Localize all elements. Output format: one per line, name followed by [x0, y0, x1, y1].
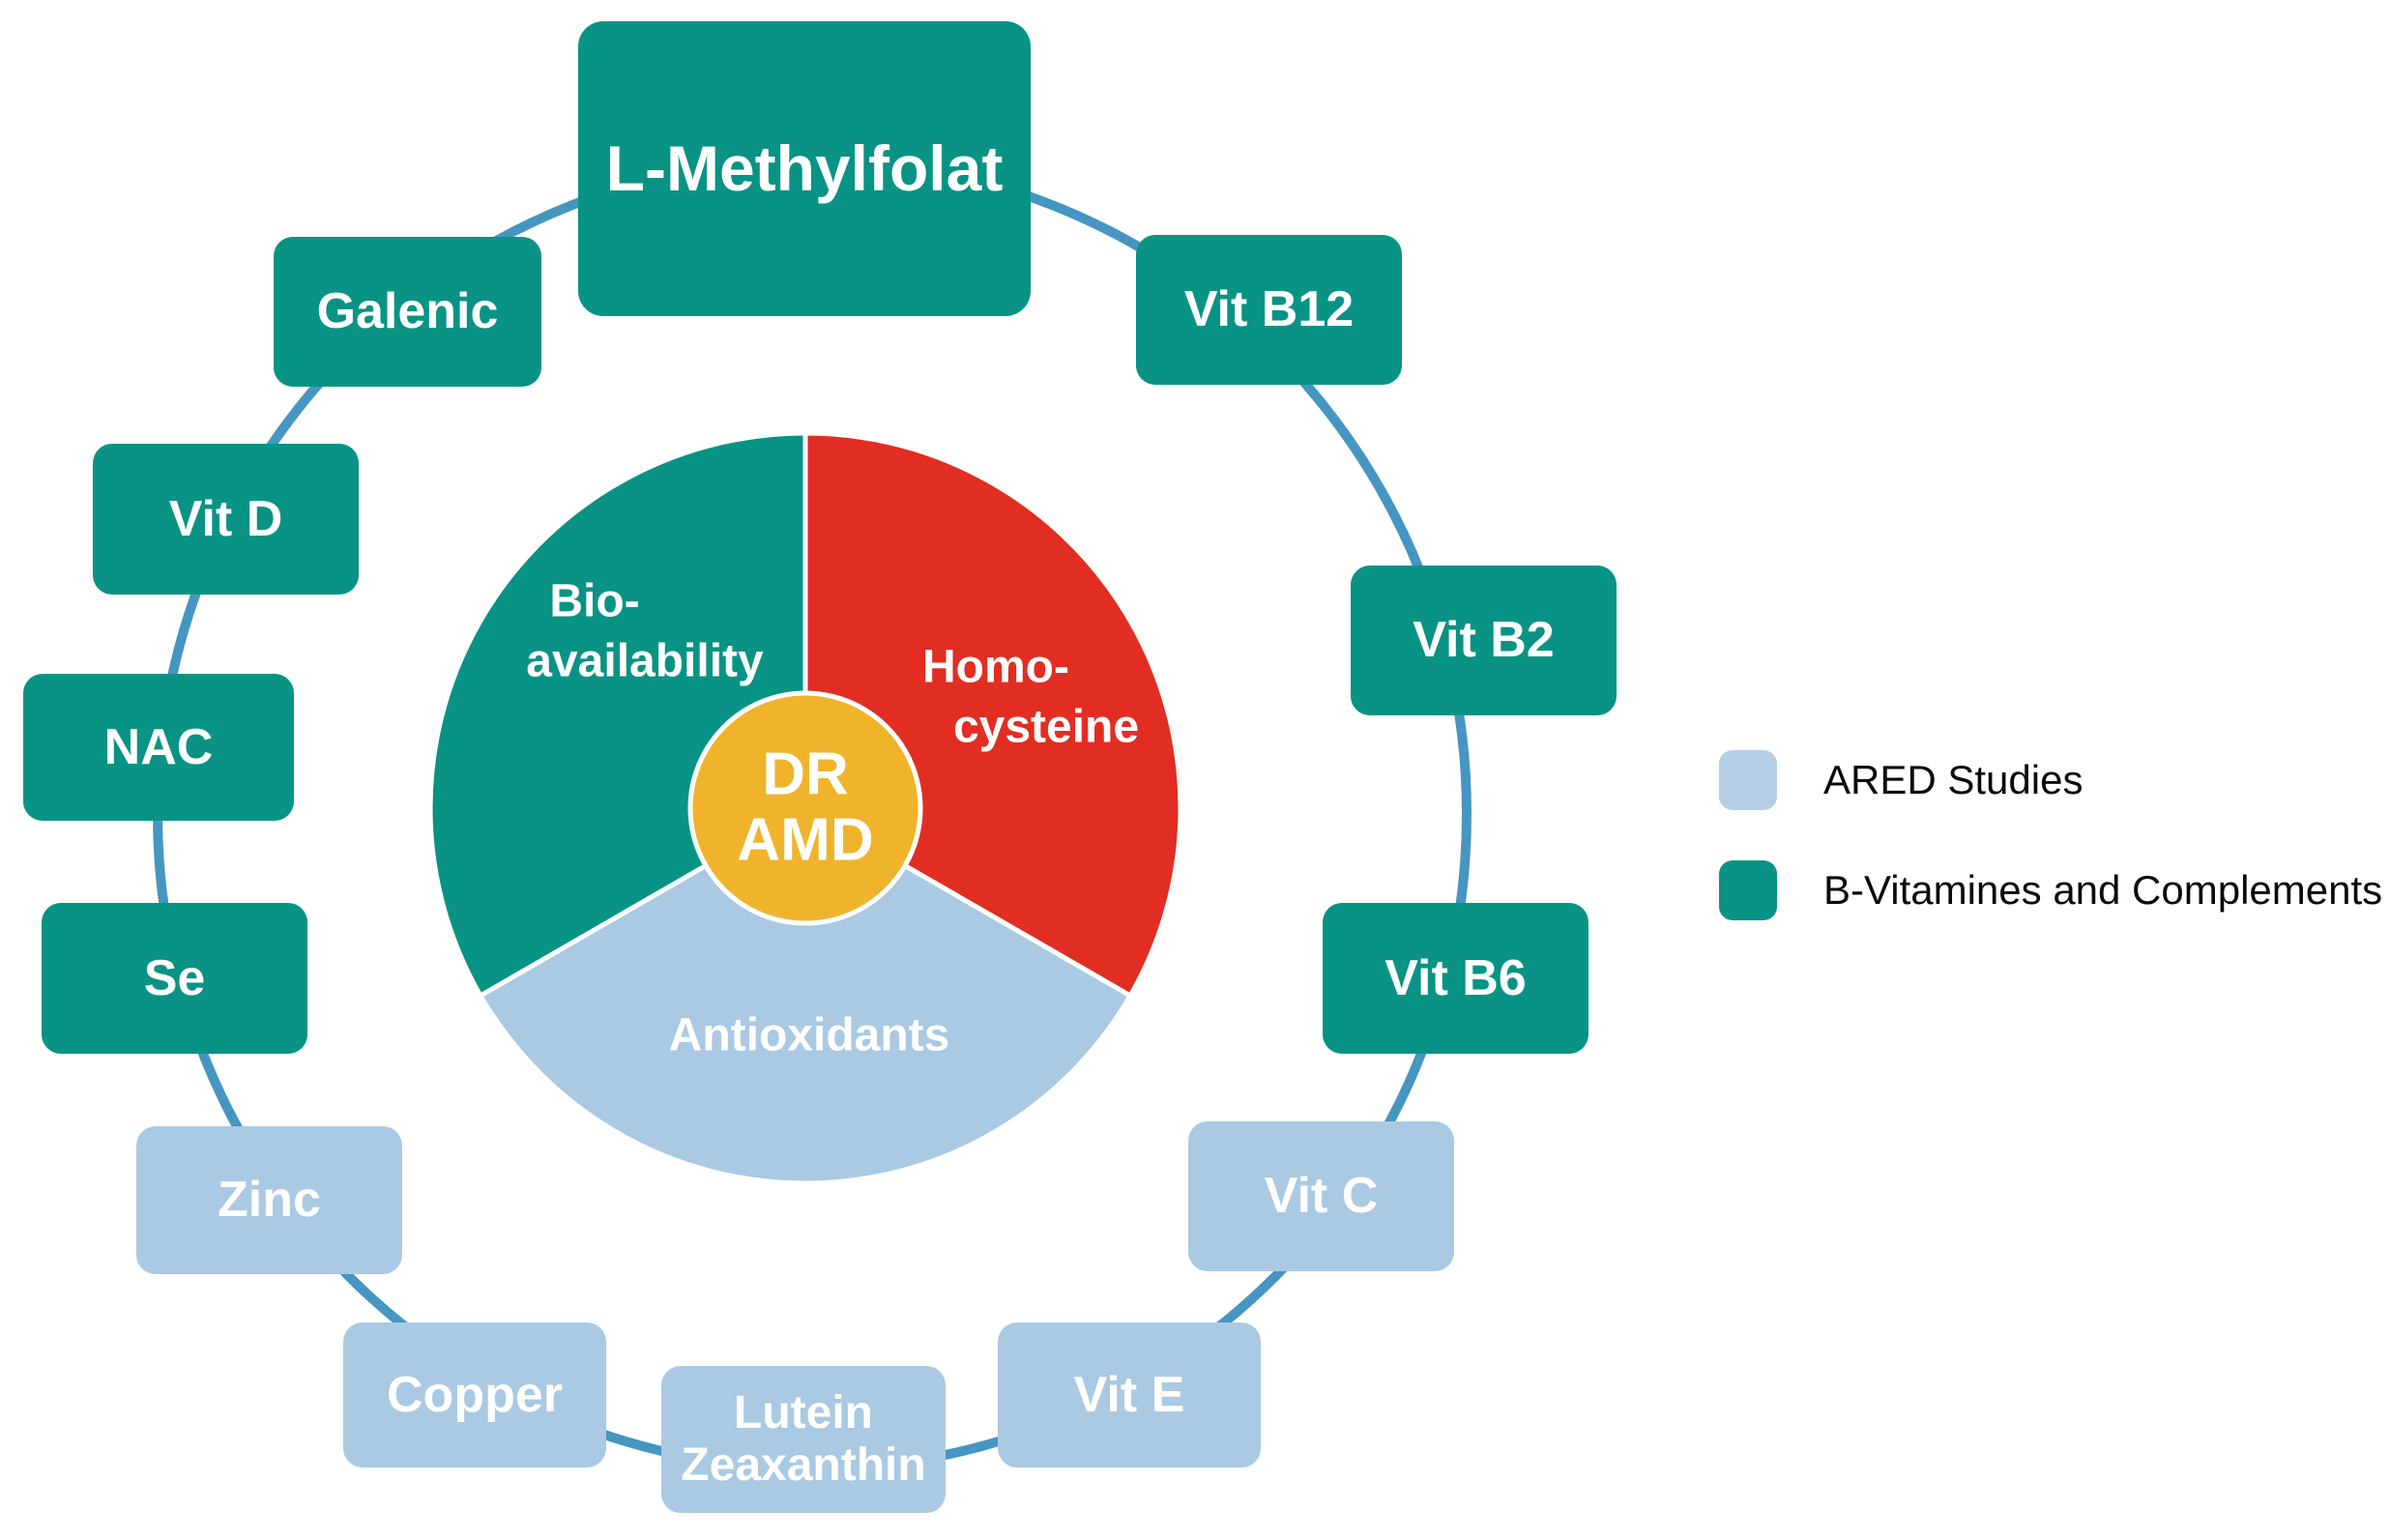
node-copper: Copper	[343, 1322, 606, 1467]
node-vit-d-label: Vit D	[168, 490, 283, 547]
node-galenic: Galenic	[274, 237, 541, 387]
legend-swatch-ared	[1719, 750, 1777, 810]
node-lutein-zeaxanthin: Lutein Zeaxanthin	[661, 1366, 946, 1513]
node-nac: NAC	[23, 674, 294, 821]
core-label-line2: AMD	[737, 806, 874, 874]
core-circle	[687, 690, 923, 926]
legend-label-ared: ARED Studies	[1823, 757, 2084, 802]
node-zinc-label: Zinc	[218, 1172, 321, 1229]
node-se-label: Se	[143, 949, 206, 1006]
pie-label-antioxidants: Antioxidants	[668, 1009, 950, 1061]
node-l-methylfolat-label: L-Methylfolat	[605, 131, 1004, 204]
core-label-line1: DR	[762, 741, 849, 808]
legend-row-ared: ARED Studies	[1719, 750, 2382, 810]
node-vit-b2-label: Vit B2	[1413, 612, 1555, 669]
pie-segment-antioxidants	[478, 805, 1133, 1186]
legend: ARED Studies B-Vitamines and Complements	[1719, 750, 2382, 971]
node-vit-b12: Vit B12	[1136, 235, 1402, 385]
pie-label-bio-line2: availability	[526, 635, 764, 687]
node-copper-label: Copper	[387, 1366, 563, 1423]
node-l-methylfolat: L-Methylfolat	[578, 21, 1031, 316]
legend-row-bvitamines: B-Vitamines and Complements	[1719, 860, 2382, 920]
node-vit-c-label: Vit C	[1264, 1168, 1379, 1225]
node-vit-b2: Vit B2	[1351, 566, 1617, 715]
node-vit-b6-label: Vit B6	[1384, 949, 1527, 1006]
node-vit-b6: Vit B6	[1323, 903, 1588, 1054]
node-vit-e: Vit E	[998, 1322, 1261, 1467]
node-vit-b12-label: Vit B12	[1183, 281, 1355, 338]
node-galenic-label: Galenic	[316, 283, 499, 340]
node-zinc: Zinc	[136, 1126, 402, 1274]
pie-label-homo-line2: cysteine	[952, 701, 1140, 753]
node-nac-label: NAC	[103, 718, 214, 775]
node-vit-d: Vit D	[93, 444, 359, 595]
node-lutein-zeaxanthin-line2: Zeaxanthin	[681, 1439, 926, 1491]
node-vit-c: Vit C	[1188, 1121, 1454, 1271]
pie-label-homo-line1: Homo-	[922, 641, 1069, 693]
legend-swatch-bvitamines	[1719, 860, 1777, 920]
pie-label-bio-line1: Bio-	[549, 575, 640, 627]
node-lutein-zeaxanthin-line1: Lutein	[734, 1387, 873, 1439]
node-se: Se	[42, 903, 307, 1054]
node-vit-e-label: Vit E	[1073, 1366, 1185, 1423]
legend-label-bvitamines: B-Vitamines and Complements	[1823, 867, 2383, 913]
